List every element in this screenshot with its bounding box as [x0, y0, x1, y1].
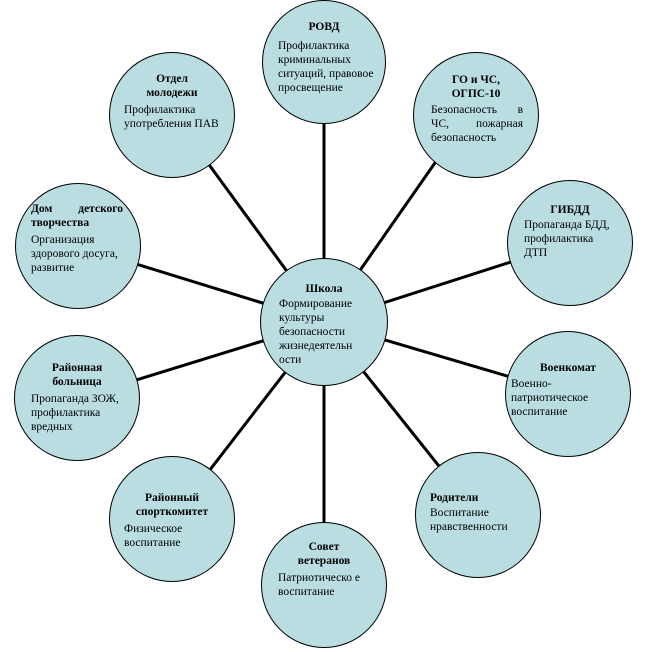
sovet-text: Патриотическо е воспитание: [278, 572, 360, 598]
sportkomitet-text: Физическое воспитание: [124, 523, 183, 549]
ddt-title: Дом детского творчества: [31, 203, 123, 229]
roditeli-text: Воспитание нравственности: [430, 507, 508, 533]
node-sportkomitet: [109, 456, 235, 582]
node-ddt: [15, 183, 141, 309]
center-text: Формирование культуры безопасности жизне…: [279, 298, 353, 366]
voenkomat-title: Военкомат: [539, 362, 596, 374]
node-sovet-veteranov: [261, 522, 387, 648]
voenkomat-text: Военно-патриотическое воспитание: [511, 378, 589, 418]
node-gibdd: [507, 180, 633, 306]
gibdd-text: Пропаганда БДД, профилактика ДТП: [524, 219, 610, 259]
bolnica-title: Районная больница: [51, 362, 103, 388]
molodezh-text: Профилактика употребления ПАВ: [124, 104, 219, 130]
node-roditeli: [415, 452, 541, 578]
center-title: Школа: [305, 283, 343, 295]
go-chs-title: ГО и ЧС, ОГПС-10: [451, 74, 501, 100]
ddt-text: Организация здорового досуга, развитие: [31, 234, 118, 274]
sportkomitet-title: Районный спорткомитет: [135, 492, 209, 518]
node-bolnica: [14, 335, 140, 461]
rovd-title: РОВД: [308, 21, 340, 33]
molodezh-title: Отдел молодежи: [146, 73, 198, 99]
node-molodezh: [109, 52, 235, 178]
bolnica-text: Пропаганда ЗОЖ, профилактика вредных: [31, 393, 119, 433]
node-voenkomat: [505, 331, 631, 457]
node-rovd: [262, 0, 386, 124]
node-go-chs: [413, 52, 539, 178]
gibdd-title: ГИБДД: [550, 204, 590, 216]
center-node-school: [260, 258, 388, 386]
go-chs-text: Безопасность в ЧС, пожарная безопасность: [431, 104, 523, 144]
roditeli-title: Родители: [430, 492, 479, 504]
sovet-title: Совет ветеранов: [297, 541, 351, 567]
rovd-text: Профилактика криминальных ситуаций, прав…: [278, 40, 374, 94]
